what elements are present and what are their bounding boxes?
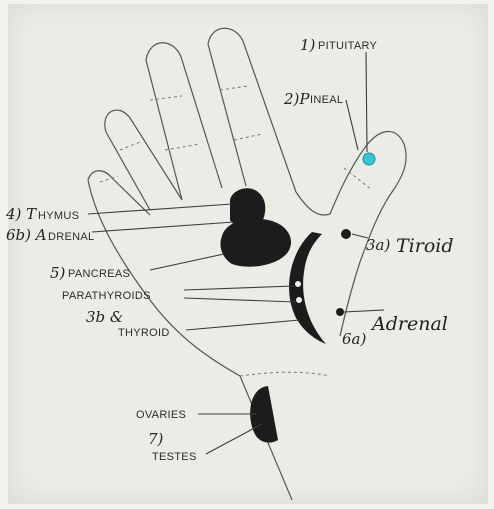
testes-label: TESTES [152,451,197,463]
leader-thyroid-3b [186,320,300,330]
thyroid-3a-number: 3a) [366,236,390,254]
middle-finger [146,43,222,188]
thyroid-3b-number: 3b & [86,308,123,326]
crease-7 [344,168,372,190]
pancreas-number: 5) [50,264,66,282]
index-finger [208,28,296,192]
wrist-line [240,372,330,376]
pituitary-label: PITUITARY [318,40,377,52]
leader-adrenal-6b [92,222,234,232]
leader-parathyroid-1 [184,286,294,290]
pancreas-shape [220,219,291,267]
leader-pituitary [366,52,367,152]
ovaries-label: OVARIES [136,409,186,421]
adrenal-6a-label: Adrenal [370,313,448,335]
crease-5 [120,142,140,150]
thymus-label: HYMUS [38,210,79,222]
leader-parathyroid-2 [184,298,296,302]
parathyroid-dot-2 [296,297,302,303]
pancreas-label: PANCREAS [68,268,130,280]
parathyroids-label: PARATHYROIDS [62,290,151,302]
middle-finger-inner [146,60,182,200]
thyroid-crescent [289,232,326,344]
parathyroid-dot-1 [295,281,301,287]
leader-pancreas [150,254,224,270]
leader-testes [206,424,262,454]
adrenal-dot [336,308,344,316]
pineal-number: 2)P [283,90,310,108]
thyroid-3a-label: Tiroid [396,235,454,257]
leader-adrenal-6a [344,310,384,312]
pineal-label: INEAL [310,94,343,106]
thymus-number: 4) T [5,205,37,223]
gonads-number: 7) [148,430,164,448]
index-finger-inner [208,44,246,186]
pituitary-number: 1) [300,36,316,54]
crease-3 [220,86,248,90]
ring-finger-outer [106,132,150,210]
thyroid-3b-label: THYROID [118,327,170,339]
crease-4 [234,134,262,140]
adrenal-6a-number: 6a) [342,330,366,348]
leader-thymus [88,204,232,214]
leader-pineal [346,100,358,150]
crease-2 [165,144,200,150]
adrenal-6b-number: 6b) A [6,226,47,244]
pituitary-marker [363,153,375,165]
adrenal-6b-label: DRENAL [48,231,94,243]
thyroid-dot [341,229,351,239]
organ-shapes [220,153,375,443]
